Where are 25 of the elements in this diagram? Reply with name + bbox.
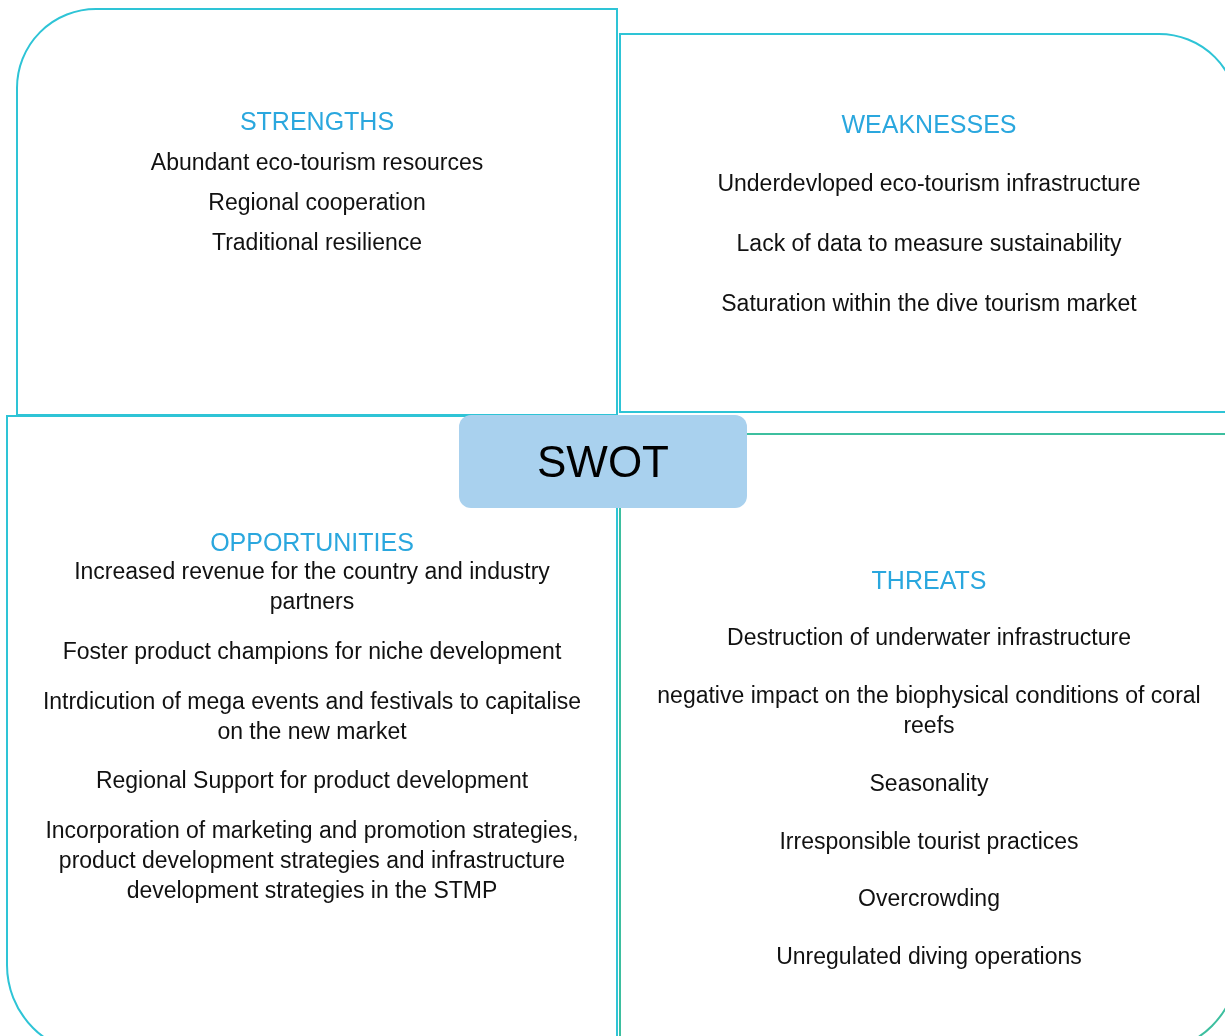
section-heading: STRENGTHS — [239, 106, 395, 136]
list-item: Irresponsible tourist practices — [779, 826, 1079, 856]
center-label-box — [459, 415, 747, 508]
list-item: Unregulated diving operations — [776, 942, 1082, 972]
section-heading: WEAKNESSES — [841, 109, 1017, 139]
list-item: Traditional resilience — [211, 227, 423, 257]
list-item: Abundant eco-tourism resources — [150, 148, 484, 177]
list-item: negative impact on the biophysical conditions of coral reefs — [656, 680, 1202, 740]
section-heading: OPPORTUNITIES — [210, 527, 414, 557]
list-item: Incorporation of marketing and promotion strategies, product development strategies and infrastructure development strategies in the STMP — [44, 816, 580, 906]
list-item: Saturation within the dive tourism market — [721, 288, 1137, 318]
list-item: Underdevloped eco-tourism infrastructure — [717, 169, 1141, 198]
list-item: Overcrowding — [858, 884, 1000, 914]
center-label: SWOT — [537, 436, 669, 487]
section-heading: THREATS — [871, 565, 987, 595]
list-item: Regional Support for product development — [95, 766, 529, 796]
quadrant-panel — [16, 8, 618, 416]
list-item: Foster product champions for niche development — [62, 636, 562, 666]
list-item: Lack of data to measure sustainability — [736, 228, 1122, 258]
list-item: Increased revenue for the country and industry partners — [73, 557, 551, 616]
list-item: Intrdicution of mega events and festivals to capitalise on the new market — [41, 686, 583, 746]
quadrant-panel — [619, 33, 1225, 413]
list-item: Regional cooperation — [208, 187, 426, 217]
list-item: Seasonality — [869, 768, 989, 798]
list-item: Destruction of underwater infrastructure — [727, 623, 1131, 652]
